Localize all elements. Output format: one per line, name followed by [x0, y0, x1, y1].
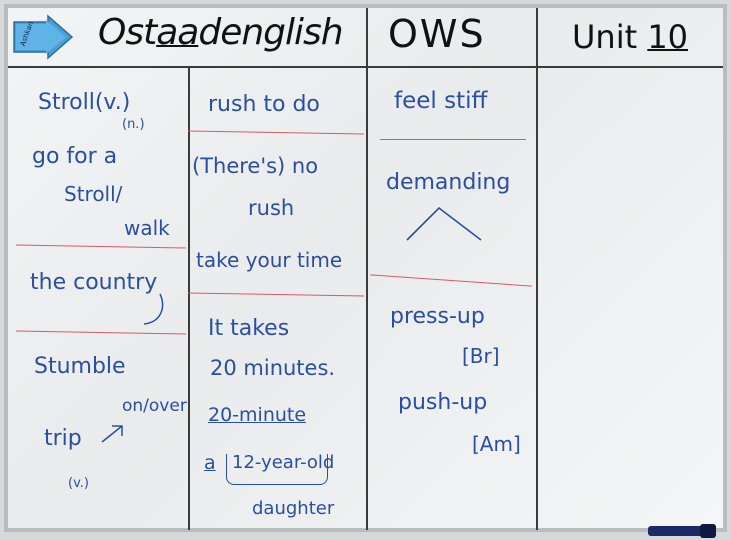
vocab-am-tag: [Am] [472, 432, 521, 456]
country-curve [143, 293, 164, 325]
vocab-trip: trip [44, 426, 82, 451]
whiteboard-surface [4, 4, 727, 532]
vocab-press-up: press-up [390, 304, 485, 329]
arrow-icon [101, 425, 123, 443]
vocab-go-for-a: go for a [32, 144, 118, 169]
vocab-stumble: Stumble [34, 354, 126, 379]
column-divider-3 [536, 8, 538, 530]
brand-prefix: Ost [98, 12, 157, 53]
vocab-trip-verb-tag: (v.) [68, 476, 89, 491]
column-divider-1 [188, 66, 190, 530]
arrow-magnet-icon: Ashkan [13, 14, 74, 60]
caret-mark [406, 206, 482, 241]
vocab-walk: walk [124, 216, 170, 240]
vocab-rush-to-do: rush to do [208, 92, 320, 117]
abbrev-title: OWS [388, 12, 486, 56]
brand-highlight: aa [156, 12, 199, 53]
column-divider-2 [366, 8, 368, 530]
vocab-demanding: demanding [386, 170, 511, 195]
vocab-12-year-old: 12-year-old [232, 452, 335, 473]
unit-label: Unit [572, 18, 638, 56]
unit-number: 10 [647, 18, 689, 56]
vocab-on-over: on/over [122, 396, 187, 416]
vocab-theres-no: (There's) no [192, 154, 319, 178]
vocab-daughter: daughter [252, 498, 335, 519]
marker-pen [648, 526, 708, 536]
vocab-article-a: a [204, 452, 216, 474]
vocab-push-up: push-up [398, 390, 488, 415]
unit-title: Unit 10 [572, 18, 688, 56]
marker-cap [700, 524, 716, 538]
vocab-20-minute: 20-minute [208, 404, 307, 426]
vocab-rush: rush [248, 196, 295, 220]
vocab-20-minutes: 20 minutes. [210, 356, 336, 380]
red-divider-col3-a [380, 139, 526, 140]
vocab-stroll-alt: Stroll/ [64, 182, 123, 206]
vocab-feel-stiff: feel stiff [394, 88, 488, 114]
vocab-it-takes: It takes [208, 316, 290, 341]
vocab-take-your-time: take your time [196, 248, 343, 272]
bracket-12-year-old [226, 454, 328, 485]
brand-title: Ostaadenglish [98, 12, 344, 53]
header-divider [8, 66, 723, 68]
vocab-the-country: the country [30, 270, 158, 295]
vocab-stroll-noun-tag: (n.) [122, 117, 145, 132]
brand-suffix: denglish [198, 12, 343, 53]
vocab-stroll: Stroll(v.) [38, 90, 131, 115]
vocab-br-tag: [Br] [462, 344, 500, 368]
